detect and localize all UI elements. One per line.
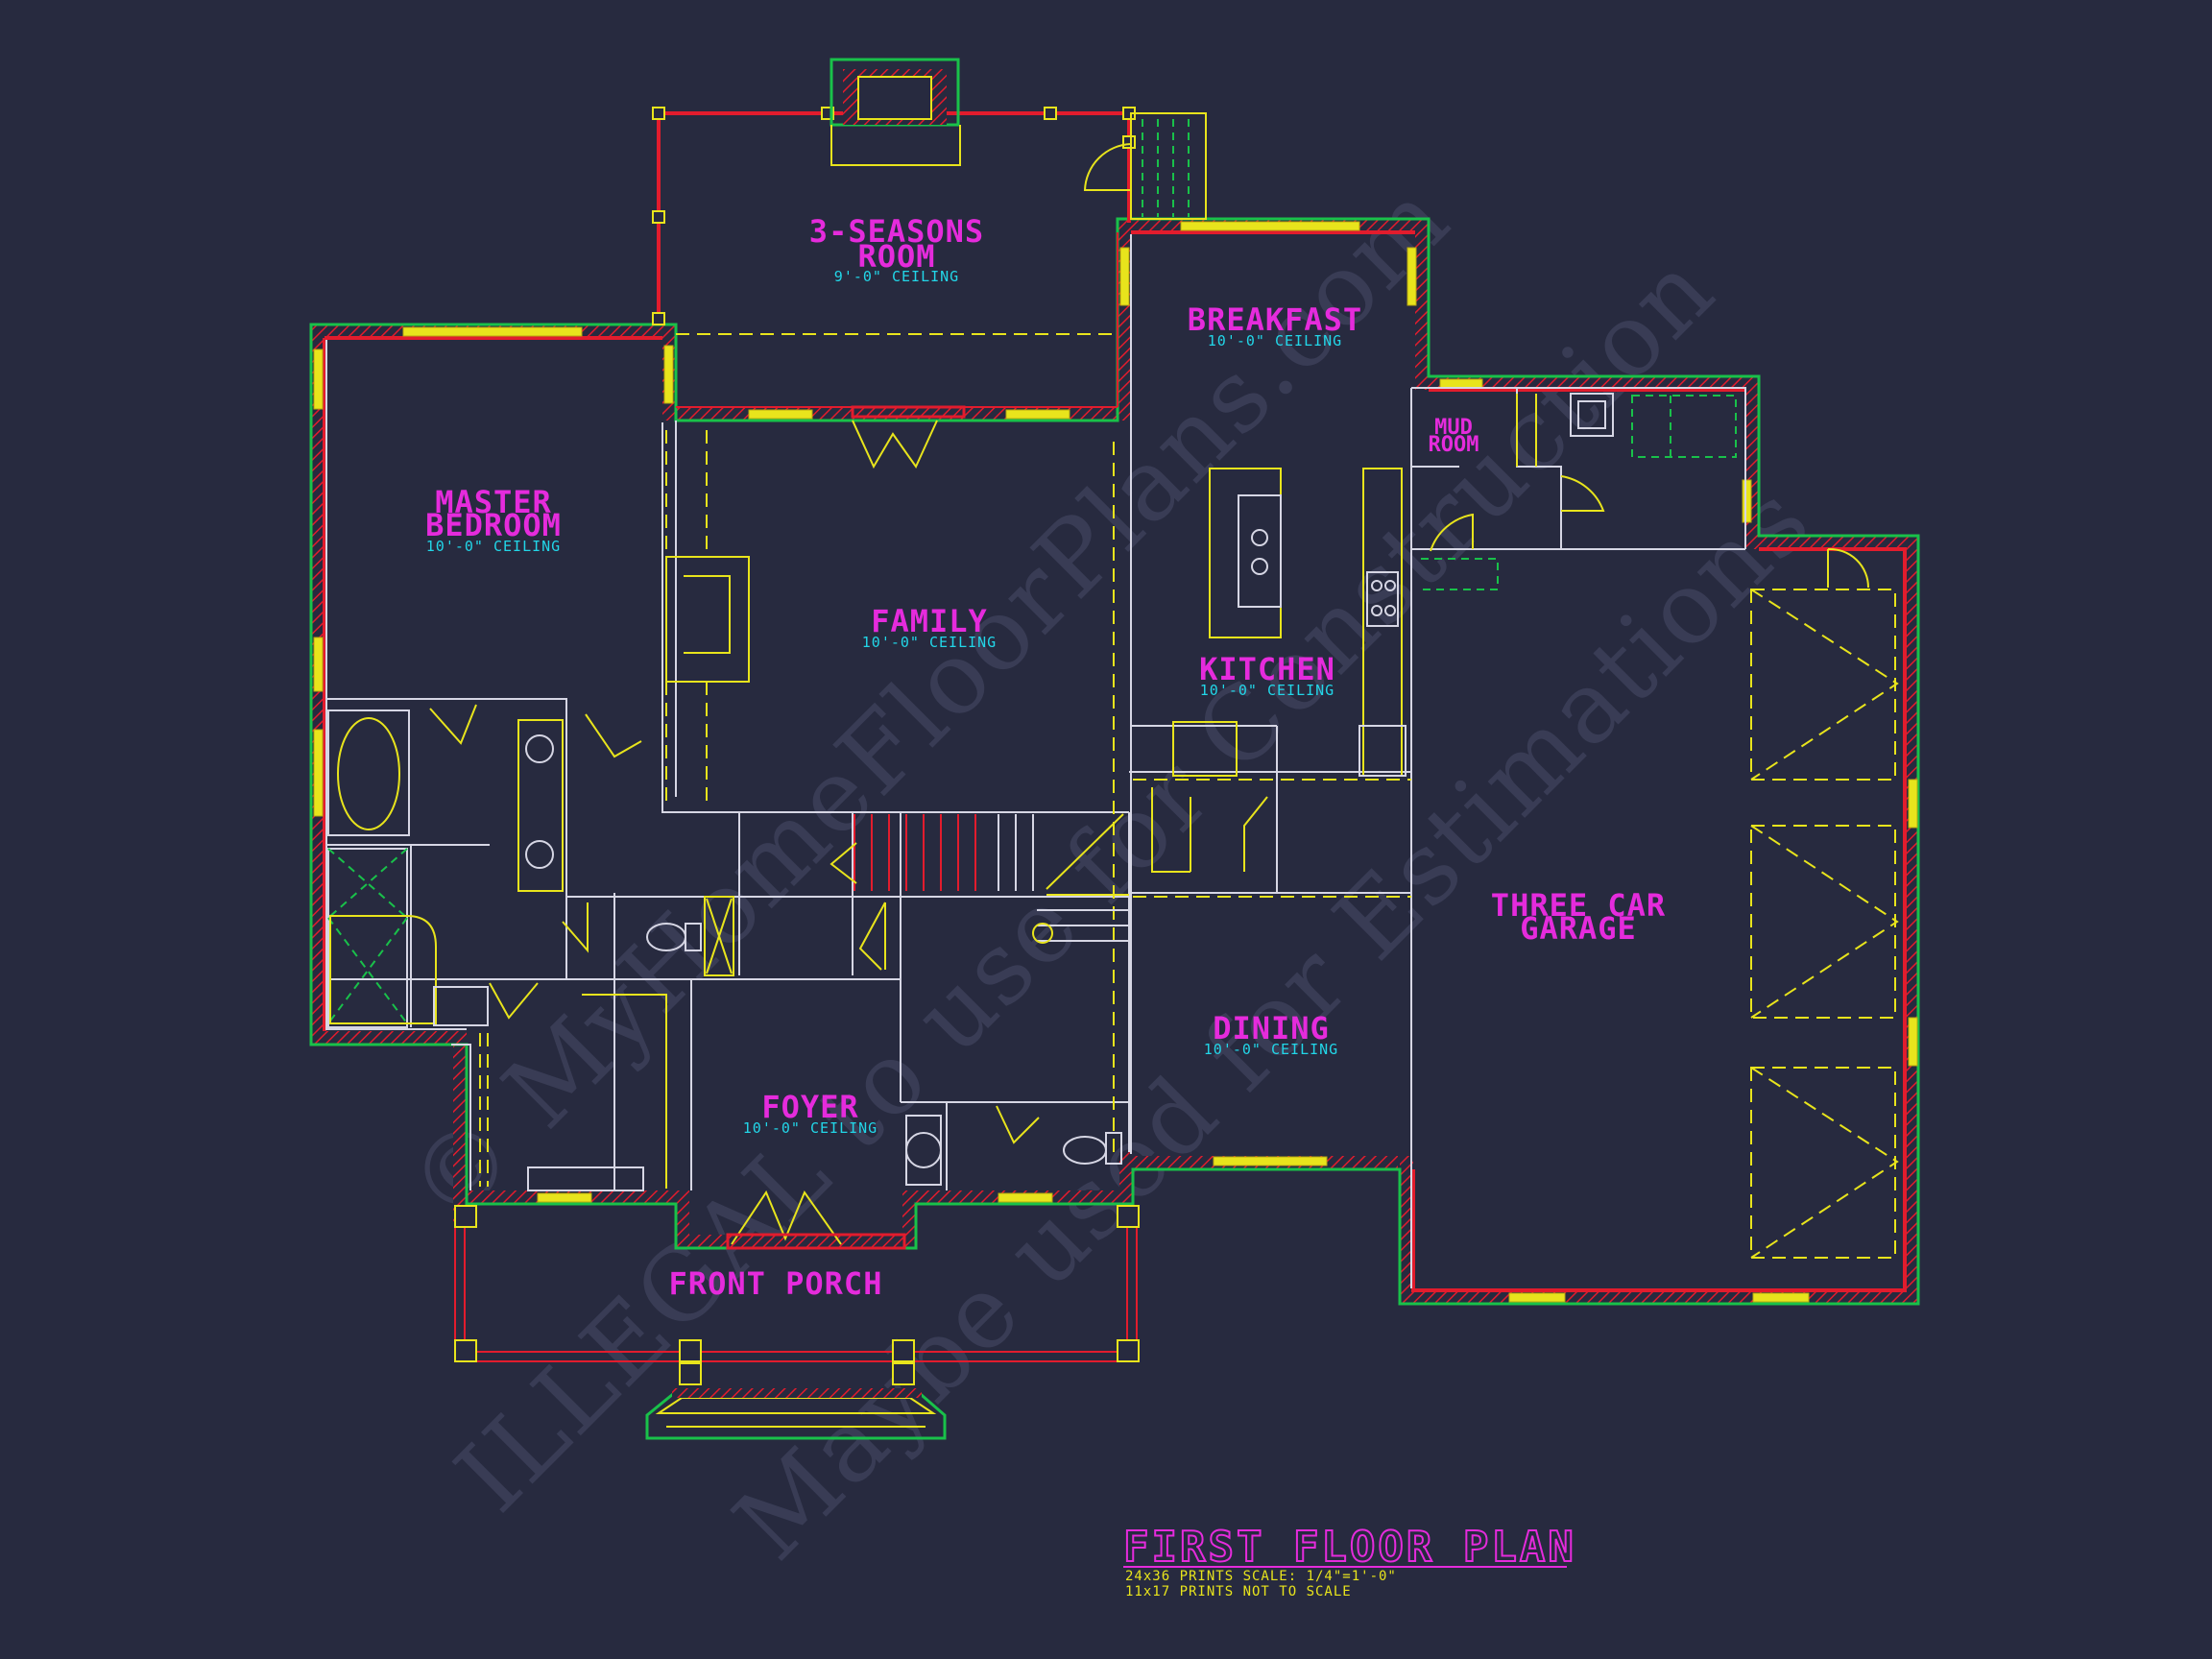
foyer-ceiling: 10'-0" CEILING: [743, 1119, 878, 1137]
kitchen-ceiling: 10'-0" CEILING: [1200, 682, 1334, 699]
scale-note: 24x36 PRINTS SCALE: 1/4"=1'-0": [1125, 1569, 1397, 1584]
watermark-line-2: ILLEGAL to use for Construction: [433, 230, 1736, 1533]
garage-bays: [1750, 589, 1899, 1259]
master-bedroom-ceiling: 10'-0" CEILING: [426, 538, 561, 555]
family-name: FAMILY: [871, 603, 988, 639]
three-seasons-room-walls: [652, 58, 1207, 335]
fixtures: [327, 393, 1899, 1259]
master-bedroom-name-1: MASTER: [435, 484, 552, 520]
seasons-room-name-1: 3-SEASONS: [809, 213, 984, 250]
dining-ceiling: 10'-0" CEILING: [1204, 1041, 1338, 1058]
seasons-room-name-2: ROOM: [857, 238, 935, 275]
seasons-room-ceiling: 9'-0" CEILING: [834, 268, 959, 285]
not-to-scale-note: 11x17 PRINTS NOT TO SCALE: [1125, 1584, 1352, 1599]
garage-name-2: GARAGE: [1520, 910, 1637, 947]
front-porch: [454, 1205, 1140, 1440]
watermark: © MyHomeFloorPlans.com ILLEGAL to use fo…: [385, 159, 1832, 1582]
dining-name: DINING: [1213, 1010, 1330, 1046]
front-porch-name: FRONT PORCH: [669, 1265, 883, 1302]
title-block: FIRST FLOOR PLAN 24x36 PRINTS SCALE: 1/4…: [1122, 1522, 1576, 1599]
mud-room-name-1: MUD: [1434, 416, 1473, 440]
plan-title: FIRST FLOOR PLAN: [1123, 1523, 1576, 1572]
windows: [313, 221, 1918, 1303]
breakfast-ceiling: 10'-0" CEILING: [1208, 332, 1342, 349]
room-labels: 3-SEASONS ROOM 9'-0" CEILING BREAKFAST 1…: [425, 213, 1666, 1302]
master-bedroom-name-2: BEDROOM: [425, 507, 562, 543]
foyer-name: FOYER: [761, 1089, 858, 1125]
family-ceiling: 10'-0" CEILING: [862, 634, 997, 651]
garage-name-1: THREE CAR: [1491, 887, 1666, 924]
kitchen-name: KITCHEN: [1199, 651, 1335, 687]
interior-walls: [326, 387, 1746, 1190]
breakfast-name: BREAKFAST: [1188, 301, 1362, 338]
mud-room-name-2: ROOM: [1429, 433, 1479, 457]
